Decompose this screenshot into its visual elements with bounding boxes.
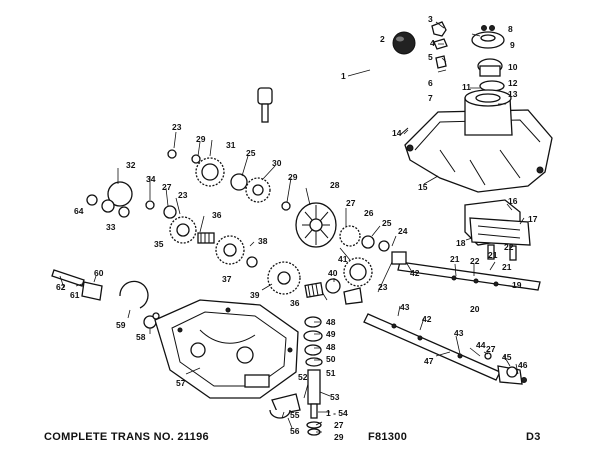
callout-29c: 29 <box>334 432 344 442</box>
shift-lever <box>257 31 416 123</box>
callout-16: 16 <box>508 196 518 206</box>
callout-36a: 36 <box>212 210 222 220</box>
callout-26: 26 <box>364 208 374 218</box>
callout-45: 45 <box>502 352 512 362</box>
callout-17: 17 <box>528 214 538 224</box>
left-gear-cluster <box>86 149 291 268</box>
callout-27b: 27 <box>346 198 356 208</box>
callout-23c: 23 <box>378 282 388 292</box>
callout-22b: 22 <box>504 242 514 252</box>
center-gear-cluster <box>267 202 407 305</box>
callout-60: 60 <box>94 268 104 278</box>
callout-4: 4 <box>430 38 435 48</box>
callout-27d: 27 <box>334 420 344 430</box>
callout-50: 50 <box>326 354 336 364</box>
callout-11: 11 <box>462 82 471 92</box>
callout-35: 35 <box>154 239 164 249</box>
callout-29a: 29 <box>196 134 206 144</box>
callout-44: 44 <box>476 340 486 350</box>
figure-code: F81300 <box>368 431 408 443</box>
callout-54: 1 - 54 <box>326 408 348 418</box>
transmission-cover <box>399 89 553 193</box>
callout-36b: 36 <box>290 298 300 308</box>
callout-22a: 22 <box>470 256 480 266</box>
callout-52: 52 <box>298 372 308 382</box>
left-small-parts <box>51 269 160 329</box>
callout-25b: 25 <box>382 218 392 228</box>
callout-61: 61 <box>70 290 80 300</box>
shift-fork-bracket <box>464 199 531 261</box>
callout-58: 58 <box>136 332 146 342</box>
callout-24: 24 <box>398 226 408 236</box>
leader-lines <box>59 21 525 433</box>
callout-3: 3 <box>428 14 433 24</box>
callout-41: 41 <box>338 254 348 264</box>
callout-31: 31 <box>226 140 236 150</box>
callout-40: 40 <box>328 268 338 278</box>
callout-1: 1 <box>341 71 346 81</box>
callout-9: 9 <box>510 40 515 50</box>
callout-12: 12 <box>508 78 518 88</box>
callout-59: 59 <box>116 320 126 330</box>
callout-30: 30 <box>272 158 282 168</box>
callout-48b: 48 <box>326 342 336 352</box>
callout-21c: 21 <box>502 262 512 272</box>
complete-trans-label: COMPLETE TRANS NO. 21196 <box>44 431 209 443</box>
shift-rails <box>363 261 541 385</box>
callout-62: 62 <box>56 282 66 292</box>
callout-47: 47 <box>424 356 434 366</box>
callout-10: 10 <box>508 62 518 72</box>
callout-20: 20 <box>470 304 480 314</box>
callout-42b: 42 <box>422 314 432 324</box>
callout-38: 38 <box>258 236 268 246</box>
callout-7: 7 <box>428 93 433 103</box>
callout-28: 28 <box>330 180 340 190</box>
callout-43a: 43 <box>400 302 410 312</box>
callout-21a: 21 <box>450 254 460 264</box>
callout-25a: 25 <box>246 148 256 158</box>
callout-57: 57 <box>176 378 186 388</box>
callout-13: 13 <box>508 89 518 99</box>
callout-2: 2 <box>380 34 385 44</box>
callout-23b: 23 <box>178 190 188 200</box>
callout-19: 19 <box>512 280 522 290</box>
callout-labels: 1 2 3 4 5 6 7 8 9 10 11 12 13 14 15 16 1… <box>56 14 538 442</box>
callout-29b: 29 <box>288 172 298 182</box>
callout-14: 14 <box>392 128 402 138</box>
callout-46: 46 <box>518 360 528 370</box>
callout-34: 34 <box>146 174 156 184</box>
callout-37: 37 <box>222 274 232 284</box>
callout-15: 15 <box>418 182 428 192</box>
callout-64: 64 <box>74 206 84 216</box>
page-code: D3 <box>526 431 541 443</box>
callout-32: 32 <box>126 160 136 170</box>
callout-55: 55 <box>290 410 300 420</box>
callout-21b: 21 <box>488 250 498 260</box>
callout-18: 18 <box>456 238 466 248</box>
transmission-case <box>154 299 299 399</box>
callout-5: 5 <box>428 52 433 62</box>
callout-27c: 27 <box>486 344 496 354</box>
callout-42a: 42 <box>410 268 420 278</box>
callout-33: 33 <box>106 222 116 232</box>
callout-39: 39 <box>250 290 260 300</box>
callout-48a: 48 <box>326 317 336 327</box>
callout-8: 8 <box>508 24 513 34</box>
detent-parts <box>484 352 527 383</box>
callout-53: 53 <box>330 392 340 402</box>
callout-49: 49 <box>326 329 336 339</box>
callout-56: 56 <box>290 426 300 436</box>
callout-43b: 43 <box>454 328 464 338</box>
callout-23a: 23 <box>172 122 182 132</box>
callout-51: 51 <box>326 368 336 378</box>
callout-27a: 27 <box>162 182 172 192</box>
callout-6: 6 <box>428 78 433 88</box>
